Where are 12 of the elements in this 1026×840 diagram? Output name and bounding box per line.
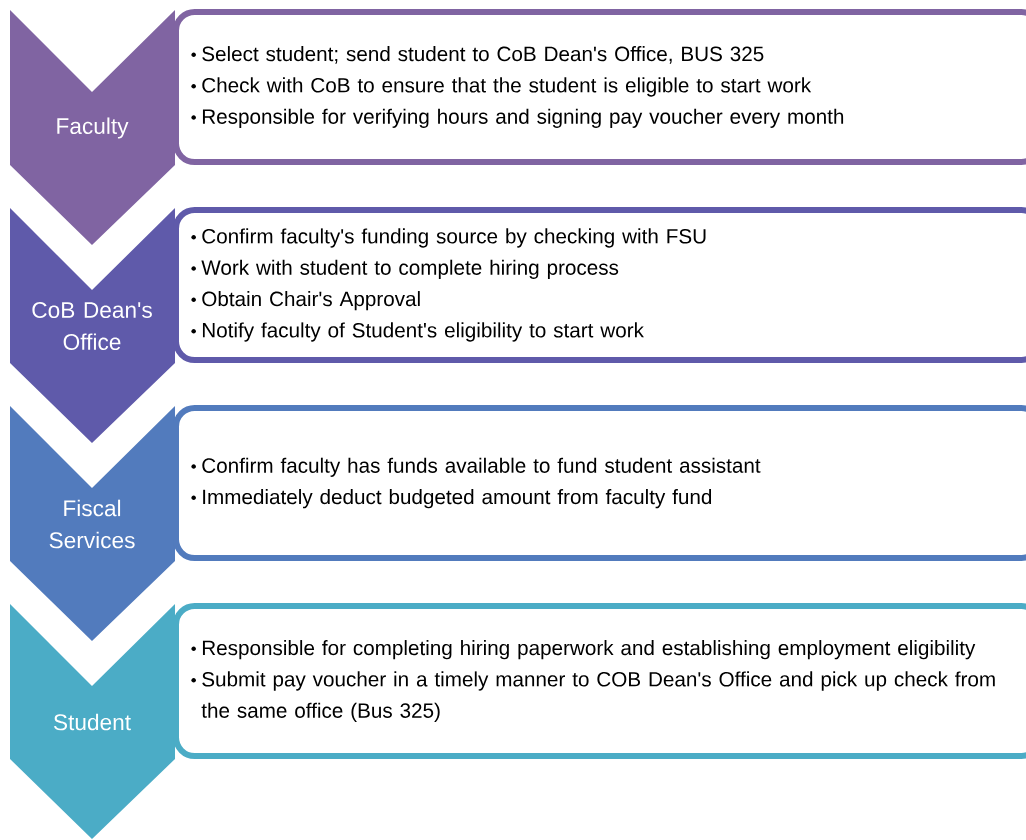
stage-band: Faculty: [10, 10, 175, 245]
node-label: Student: [53, 713, 131, 731]
text-box: Responsible for completing hiring paperwork and establishing employment eligibility Submit pay voucher in a timely manner to COB Dean's Office and pick up check from the same office (Bus 325): [173, 603, 1026, 759]
text-box: Confirm faculty has funds available to fund student assistant Immediately deduct budgeted amount from faculty fund: [173, 405, 1026, 561]
node-label: Faculty: [57, 117, 129, 139]
stage-band: Fiscal Services: [10, 406, 175, 641]
stage-band: CoB Dean's Office: [10, 208, 175, 443]
text-box: Select student; send student to CoB Dean's Office, BUS 325 Check with CoB to ensure that the student is eligible to start work Responsible for verifying hours and signing pay voucher every month: [173, 9, 1026, 165]
node-label: Fiscal Services: [49, 499, 135, 549]
stage-band: Student: [10, 604, 175, 839]
text-box: Confirm faculty's funding source by checking with FSU Work with student to complete hiring process Obtain Chair's Approval Notify faculty of Student's eligibility to start work: [173, 207, 1026, 363]
node-label: CoB Dean's Office: [32, 301, 152, 351]
